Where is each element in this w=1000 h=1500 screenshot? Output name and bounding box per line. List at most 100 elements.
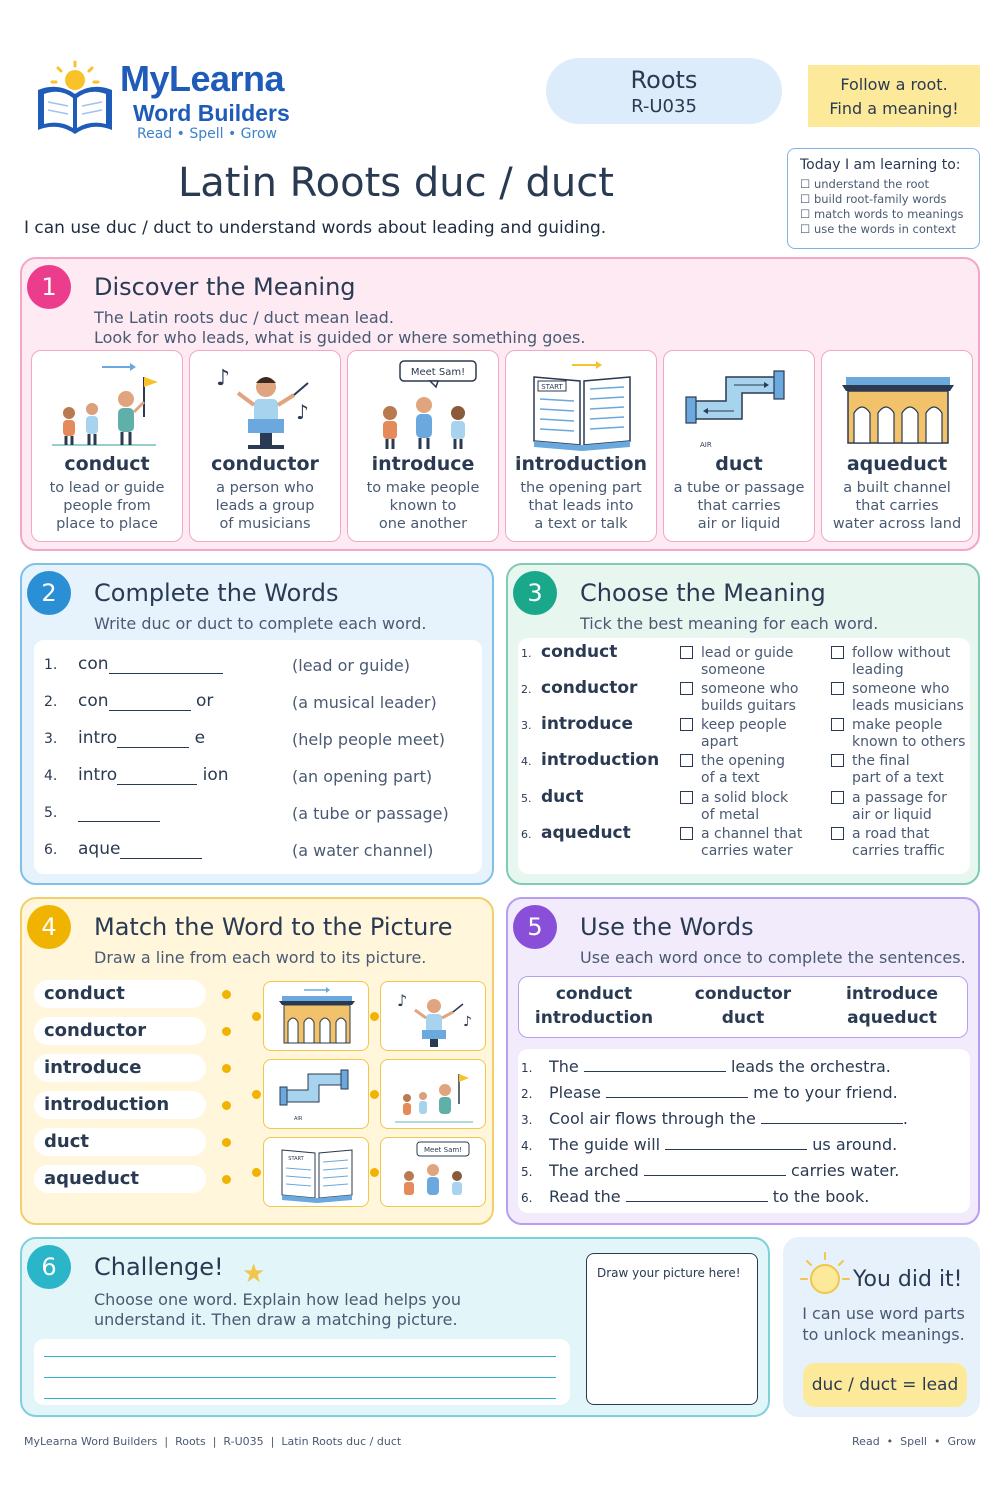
bank-word: aqueduct — [847, 1008, 937, 1028]
conductor-icon: ♪♪ — [216, 366, 309, 449]
meaning-row-word: 2.conductor — [521, 678, 638, 698]
checkbox[interactable] — [680, 718, 693, 731]
checkbox[interactable] — [831, 682, 844, 695]
section-title: Discover the Meaning — [94, 273, 356, 301]
match-word[interactable]: conduct — [34, 980, 206, 1008]
goal-item[interactable]: ☐ use the words in context — [800, 222, 956, 236]
goal-item[interactable]: ☐ understand the root — [800, 177, 930, 191]
match-word[interactable]: introduce — [34, 1054, 206, 1082]
section-desc: Look for who leads, what is guided or wh… — [94, 328, 586, 347]
match-dot[interactable] — [370, 1168, 379, 1177]
svg-text:♪: ♪ — [216, 366, 230, 391]
writing-area[interactable] — [34, 1339, 570, 1405]
open-book-icon: START — [533, 361, 631, 451]
answer-blank[interactable] — [583, 1058, 726, 1072]
match-picture-duct[interactable]: AIR — [263, 1059, 369, 1129]
match-picture-conductor[interactable]: ♪♪ — [380, 981, 486, 1051]
match-picture-conduct[interactable] — [380, 1059, 486, 1129]
match-dot[interactable] — [370, 1012, 379, 1021]
meaning-row-word: 4.introduction — [521, 750, 660, 770]
checkbox[interactable] — [831, 646, 844, 659]
checkbox[interactable] — [680, 791, 693, 804]
match-dot[interactable] — [222, 1101, 231, 1110]
answer-blank[interactable] — [760, 1110, 903, 1124]
answer-blank[interactable] — [108, 656, 223, 674]
goal-item[interactable]: ☐ match words to meanings — [800, 207, 964, 221]
match-dot[interactable] — [252, 1090, 261, 1099]
checkbox[interactable] — [831, 827, 844, 840]
checkbox[interactable] — [680, 646, 693, 659]
card-word: introduce — [371, 453, 475, 475]
answer-blank[interactable] — [117, 767, 198, 785]
aqueduct-icon — [279, 987, 355, 1044]
bank-word: duct — [721, 1008, 765, 1028]
goal-item[interactable]: ☐ build root-family words — [800, 192, 947, 206]
match-dot[interactable] — [252, 1012, 261, 1021]
match-dot[interactable] — [222, 990, 231, 999]
match-word[interactable]: duct — [34, 1128, 206, 1156]
match-dot[interactable] — [222, 1064, 231, 1073]
section-desc: Draw a line from each word to its pictur… — [94, 948, 427, 967]
meaning-row-word: 5.duct — [521, 787, 584, 807]
checkbox[interactable] — [680, 682, 693, 695]
checkbox[interactable] — [831, 791, 844, 804]
meaning-row-word: 1.conduct — [521, 642, 618, 662]
match-picture-aqueduct[interactable] — [263, 981, 369, 1051]
meaning-row-word: 6.aqueduct — [521, 823, 631, 843]
sentence: 5.The arched carries water. — [521, 1161, 900, 1180]
match-dot[interactable] — [370, 1090, 379, 1099]
section-number: 6 — [27, 1245, 71, 1289]
footer-left: MyLearna Word Builders | Roots | R-U035 … — [24, 1435, 402, 1448]
word-list — [34, 640, 482, 874]
checkbox[interactable] — [831, 718, 844, 731]
match-dot[interactable] — [222, 1175, 231, 1184]
drawing-area[interactable]: Draw your picture here! — [586, 1253, 758, 1405]
match-dot[interactable] — [222, 1138, 231, 1147]
match-word[interactable]: introduction — [34, 1091, 206, 1119]
match-picture-introduce[interactable]: Meet Sam! — [380, 1137, 486, 1207]
word-hint: (a tube or passage) — [292, 804, 449, 823]
meaning-row-word: 3.introduce — [521, 714, 633, 734]
answer-blank[interactable] — [606, 1084, 749, 1098]
answer-blank[interactable] — [665, 1136, 808, 1150]
word-row: 6.aque — [44, 839, 203, 859]
match-picture-introduction[interactable]: START — [263, 1137, 369, 1207]
match-dot[interactable] — [222, 1027, 231, 1036]
book-sun-icon — [38, 60, 112, 134]
word-hint: (a water channel) — [292, 841, 434, 860]
match-word[interactable]: aqueduct — [34, 1165, 206, 1193]
section-number: 3 — [513, 571, 557, 615]
answer-blank[interactable] — [78, 804, 160, 822]
section-title: Use the Words — [580, 913, 754, 941]
section-number: 1 — [27, 265, 71, 309]
answer-blank[interactable] — [117, 730, 190, 748]
word-bank: conduct conductor introduce introduction… — [518, 976, 968, 1038]
section-choose-meaning: 3 Choose the Meaning Tick the best meani… — [506, 563, 980, 885]
word-hint: (an opening part) — [292, 767, 433, 786]
sentence: 4.The guide will us around. — [521, 1135, 898, 1154]
checkbox[interactable] — [680, 827, 693, 840]
answer-blank[interactable] — [108, 693, 191, 711]
svg-text:AIR: AIR — [294, 1116, 303, 1122]
checkbox[interactable] — [831, 754, 844, 767]
sentence: 3.Cool air flows through the . — [521, 1109, 908, 1128]
svg-text:♪: ♪ — [397, 991, 407, 1010]
card-word: aqueduct — [846, 453, 948, 475]
word-row: 4.intro ion — [44, 765, 229, 785]
checkbox[interactable] — [680, 754, 693, 767]
answer-blank[interactable] — [643, 1162, 786, 1176]
brand-subtitle: Word Builders — [133, 100, 290, 126]
answer-blank[interactable] — [625, 1188, 768, 1202]
bank-word: conduct — [555, 984, 633, 1004]
page-title: Latin Roots duc / duct — [178, 160, 614, 206]
match-dot[interactable] — [252, 1168, 261, 1177]
meet-people-icon: Meet Sam! — [383, 360, 477, 449]
answer-blank[interactable] — [120, 841, 203, 859]
match-word[interactable]: conductor — [34, 1017, 206, 1045]
